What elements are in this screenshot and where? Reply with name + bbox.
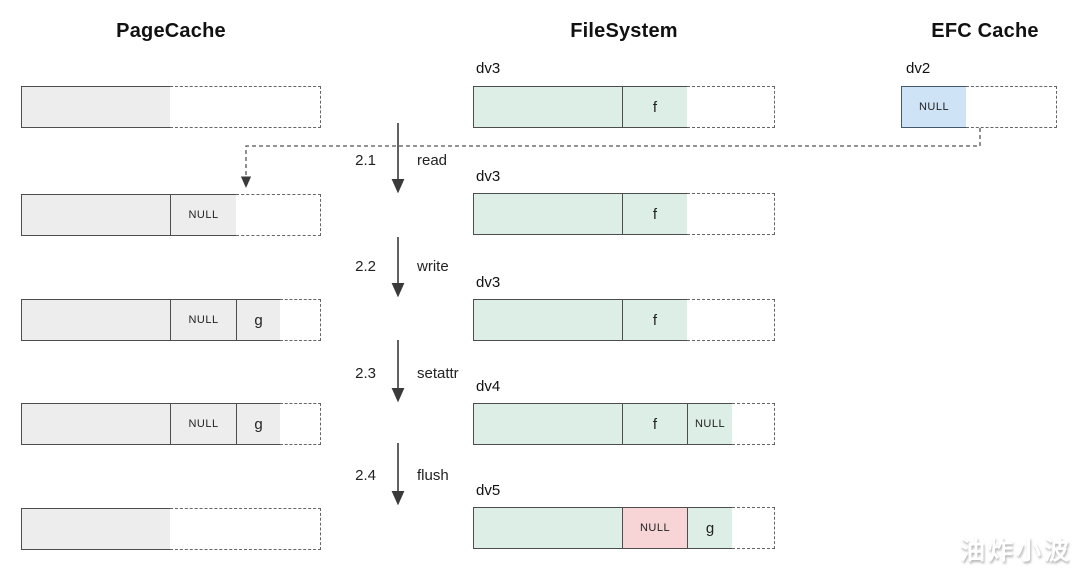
pagecache-block [21, 194, 171, 236]
pagecache-hole [280, 299, 321, 341]
step-number: 2.3 [355, 365, 376, 382]
fs-block [473, 193, 623, 235]
fs-block [473, 507, 623, 549]
pagecache-cell: g [236, 299, 281, 341]
cell-label: NULL [188, 209, 219, 221]
pagecache-hole [170, 86, 321, 128]
fs-cell: NULL [687, 403, 733, 445]
fs-hole [687, 86, 775, 128]
pagecache-cell: NULL [170, 299, 237, 341]
cell-label: f [652, 311, 658, 329]
cell-label: NULL [188, 314, 219, 326]
pagecache-cell: NULL [170, 403, 237, 445]
fs-cell: f [622, 193, 688, 235]
fs-cell: f [622, 403, 688, 445]
cell-label: NULL [694, 418, 726, 430]
cell-label: g [705, 519, 715, 537]
pagecache-hole [170, 508, 321, 550]
fs-version-label: dv3 [476, 60, 501, 77]
step-number: 2.2 [355, 258, 376, 275]
pagecache-block [21, 86, 171, 128]
fs-block [473, 403, 623, 445]
watermark: 油炸小波 [959, 537, 1072, 565]
efc-version-label: dv2 [906, 60, 931, 77]
pagecache-hole [280, 403, 321, 445]
fs-cell-invalidated: NULL [622, 507, 688, 549]
pagecache-block [21, 403, 171, 445]
fs-hole [732, 403, 775, 445]
fs-hole [732, 507, 775, 549]
fs-hole [687, 299, 775, 341]
fs-hole [687, 193, 775, 235]
fs-version-label: dv3 [476, 168, 501, 185]
step-action: setattr [417, 365, 459, 382]
step-action: write [417, 258, 449, 275]
cell-label: f [652, 205, 658, 223]
efc-hole [966, 86, 1057, 128]
fs-cell: f [622, 299, 688, 341]
fs-version-label: dv4 [476, 378, 501, 395]
fs-cell: g [687, 507, 733, 549]
cell-label: NULL [918, 101, 950, 113]
cell-label: f [652, 98, 658, 116]
fs-cell: f [622, 86, 688, 128]
pagecache-block [21, 299, 171, 341]
step-action: read [417, 152, 448, 169]
efc-cache-title: EFC Cache [931, 20, 1039, 42]
pagecache-title: PageCache [116, 20, 226, 42]
pagecache-cell: NULL [170, 194, 237, 236]
step-number: 2.1 [355, 152, 376, 169]
cell-label: NULL [188, 418, 219, 430]
fs-block [473, 299, 623, 341]
cell-label: NULL [639, 522, 671, 534]
cell-label: g [254, 415, 263, 433]
pagecache-hole [236, 194, 321, 236]
cell-label: f [652, 415, 658, 433]
fs-block [473, 86, 623, 128]
pagecache-cell: g [236, 403, 281, 445]
step-action: flush [417, 467, 449, 484]
efc-cell: NULL [901, 86, 967, 128]
fs-version-label: dv5 [476, 482, 501, 499]
step-number: 2.4 [355, 467, 376, 484]
pagecache-block [21, 508, 171, 550]
cell-label: g [254, 311, 263, 329]
filesystem-title: FileSystem [570, 20, 678, 42]
fs-version-label: dv3 [476, 274, 501, 291]
